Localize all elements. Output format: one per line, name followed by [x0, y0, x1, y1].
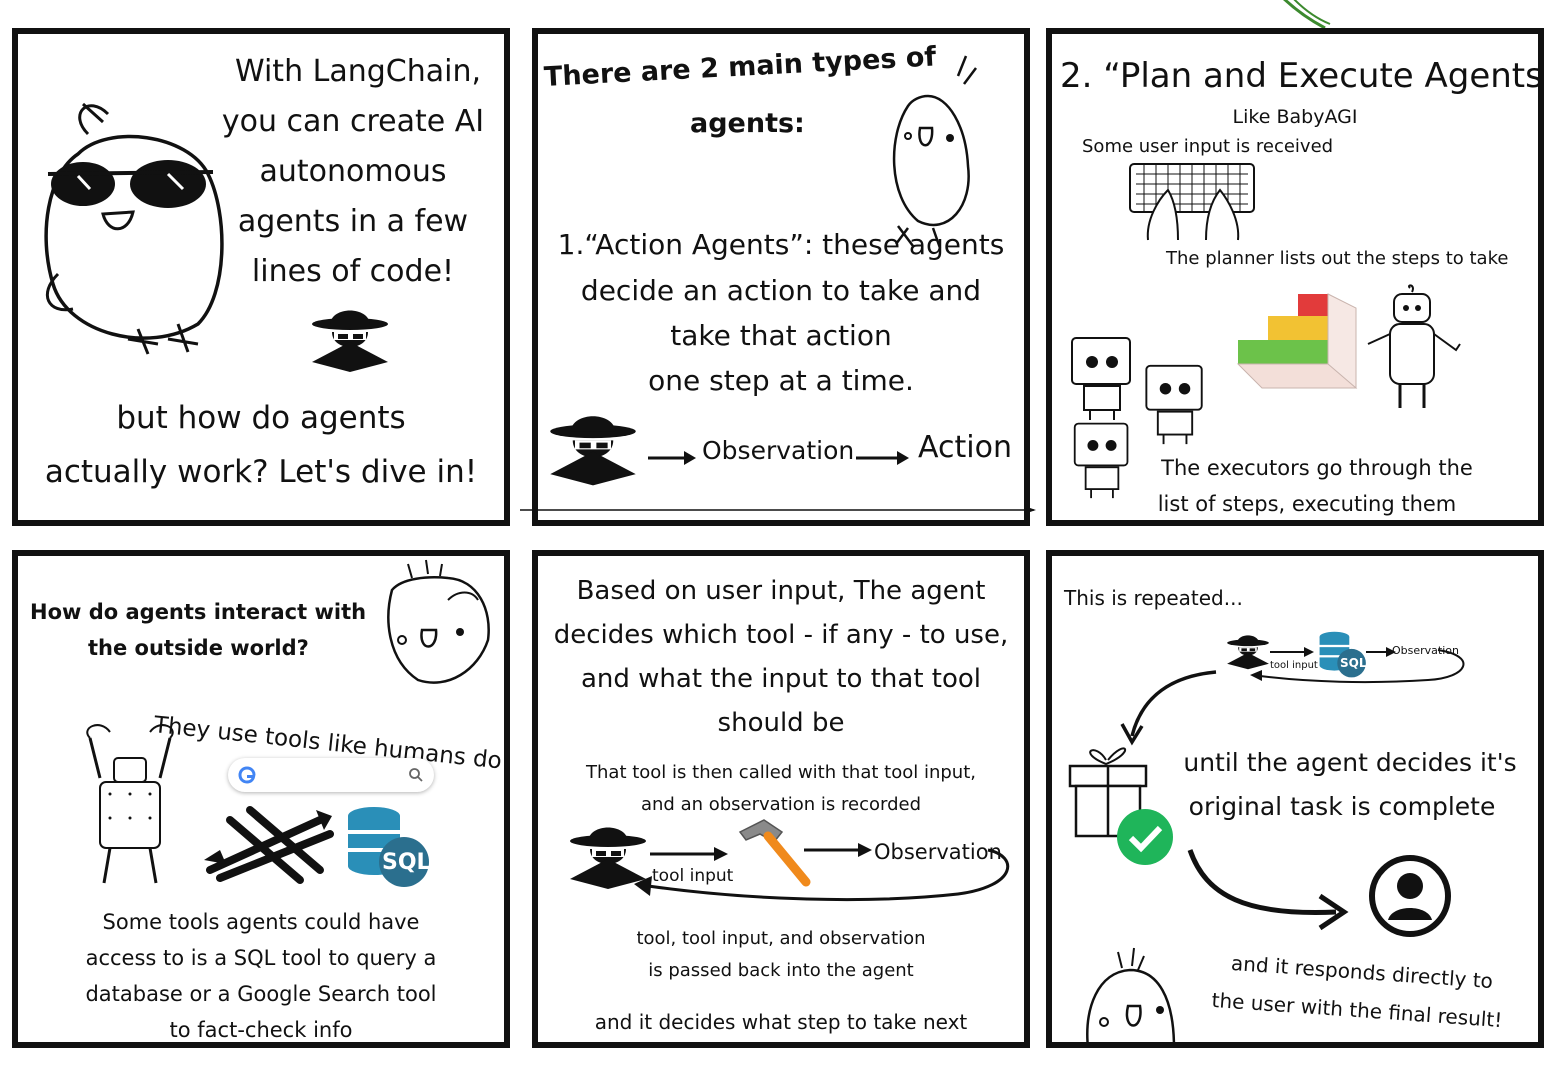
- panel-tool-loop: Based on user input, The agent decides w…: [532, 550, 1030, 1048]
- question-line-2: actually work? Let's dive in!: [44, 454, 478, 490]
- curved-arrow-icon: [1187, 849, 1349, 931]
- question-line-1: but how do agents: [116, 400, 406, 436]
- input-caption: Some user input is received: [1082, 136, 1334, 157]
- robot-icon: [86, 724, 174, 884]
- planner-caption: The planner lists out the steps to take: [1166, 248, 1509, 269]
- tools-body-line-4: to fact-check info: [169, 1018, 353, 1042]
- respond-line-1: and it responds directly to: [1230, 950, 1494, 994]
- decision-line-1: Based on user input, The agent: [576, 576, 986, 606]
- called-line-2: and an observation is recorded: [640, 794, 922, 815]
- plan-subtitle: Like BabyAGI: [1232, 106, 1358, 128]
- keyboard-icon: [1129, 163, 1255, 241]
- flow-observation: Observation: [702, 436, 855, 465]
- arrow-icon: [650, 847, 728, 861]
- intro-line-3: autonomous: [259, 154, 447, 189]
- action-line-2: decide an action to take and: [580, 274, 982, 307]
- robot-icon: [1073, 422, 1129, 499]
- arrow-icon: [804, 843, 872, 857]
- arrow-icon: [1270, 647, 1314, 657]
- until-line-2: original task is complete: [1188, 792, 1496, 821]
- sunglasses-bird-icon: [44, 102, 224, 355]
- called-line-1: That tool is then called with that tool …: [586, 762, 976, 783]
- staircase-icon: [1236, 293, 1358, 389]
- mini-tool-input: tool input: [1270, 660, 1318, 671]
- divider-line: [520, 508, 1036, 512]
- respond-line-2: the user with the final result!: [1210, 987, 1504, 1033]
- spy-agent-icon: [550, 416, 636, 486]
- arrow-icon: [648, 451, 696, 465]
- back-line-2: is passed back into the agent: [648, 960, 914, 981]
- next-step-line: and it decides what step to take next: [594, 1010, 968, 1034]
- intro-line-5: lines of code!: [251, 254, 455, 289]
- curved-arrow-icon: [1120, 670, 1217, 746]
- loop-arrow-icon: [1250, 649, 1465, 684]
- intro-line-1: With LangChain,: [234, 54, 482, 89]
- panel-repeat: This is repeated... tool input SQL Obser…: [1046, 550, 1544, 1048]
- action-line-3: take that action: [670, 319, 892, 352]
- spy-agent-icon: [1227, 635, 1269, 670]
- decision-line-4: should be: [717, 708, 845, 738]
- database-sql-icon: [1319, 631, 1366, 678]
- plan-title: 2. “Plan and Execute Agents”: [1060, 56, 1544, 96]
- spy-agent-icon: [570, 827, 646, 889]
- action-line-4: one step at a time.: [648, 364, 914, 397]
- executor-line-2: list of steps, executing them: [1157, 492, 1457, 516]
- mini-observation: Observation: [1392, 644, 1459, 657]
- spy-agent-icon: [312, 310, 388, 372]
- bird-icon: [387, 559, 490, 684]
- search-icon[interactable]: [408, 767, 424, 783]
- sql-badge-label: SQL: [382, 850, 431, 875]
- bird-icon: [1086, 947, 1176, 1042]
- flow-action: Action: [918, 430, 1012, 465]
- user-icon: [1369, 855, 1451, 937]
- arrow-icon: [856, 451, 909, 465]
- types-heading-line-2: agents:: [690, 108, 805, 139]
- back-line-1: tool, tool input, and observation: [636, 928, 926, 949]
- tools-heading-line-2: the outside world?: [88, 636, 309, 660]
- panel-plan-execute: 2. “Plan and Execute Agents” Like BabyAG…: [1046, 28, 1544, 526]
- hammer-icon: [738, 819, 811, 887]
- google-search-bar[interactable]: [228, 758, 434, 792]
- tools-body-line-2: access to is a SQL tool to query a: [85, 946, 437, 970]
- panel-intro: With LangChain, you can create AI autono…: [12, 28, 510, 526]
- database-sql-icon: [348, 807, 429, 887]
- until-line-1: until the agent decides it's: [1183, 748, 1517, 777]
- checkmark-icon: [1117, 809, 1173, 865]
- tools-body-line-3: database or a Google Search tool: [85, 982, 437, 1006]
- bird-icon: [892, 55, 977, 249]
- intro-line-2: you can create AI: [221, 104, 485, 139]
- panel-action-agents: There are 2 main types of agents: 1.“Act…: [532, 28, 1030, 526]
- arrow-icon: [1366, 647, 1396, 657]
- robot-icon: [1071, 337, 1131, 420]
- tools-icon: [204, 806, 334, 884]
- tools-body-line-1: Some tools agents could have: [102, 910, 420, 934]
- intro-line-4: agents in a few: [237, 204, 469, 239]
- google-logo-icon: [238, 766, 256, 784]
- loop-arrow-icon: [634, 848, 1010, 902]
- robot-icon: [1145, 364, 1203, 445]
- panel-tools: How do agents interact with the outside …: [12, 550, 510, 1048]
- leaf-icon: [1283, 0, 1331, 30]
- executor-line-1: The executors go through the: [1161, 456, 1473, 480]
- flow-observation: Observation: [874, 840, 1002, 864]
- decision-line-2: decides which tool - if any - to use,: [553, 620, 1009, 650]
- robot-icon: [1367, 284, 1461, 408]
- repeat-label: This is repeated...: [1064, 586, 1243, 610]
- flow-tool-input: tool input: [652, 866, 734, 886]
- tools-heading-line-1: How do agents interact with: [30, 600, 367, 624]
- decision-line-3: and what the input to that tool: [580, 664, 982, 694]
- mini-sql-label: SQL: [1340, 656, 1367, 670]
- action-line-1: 1.“Action Agents”: these agents: [557, 228, 1005, 261]
